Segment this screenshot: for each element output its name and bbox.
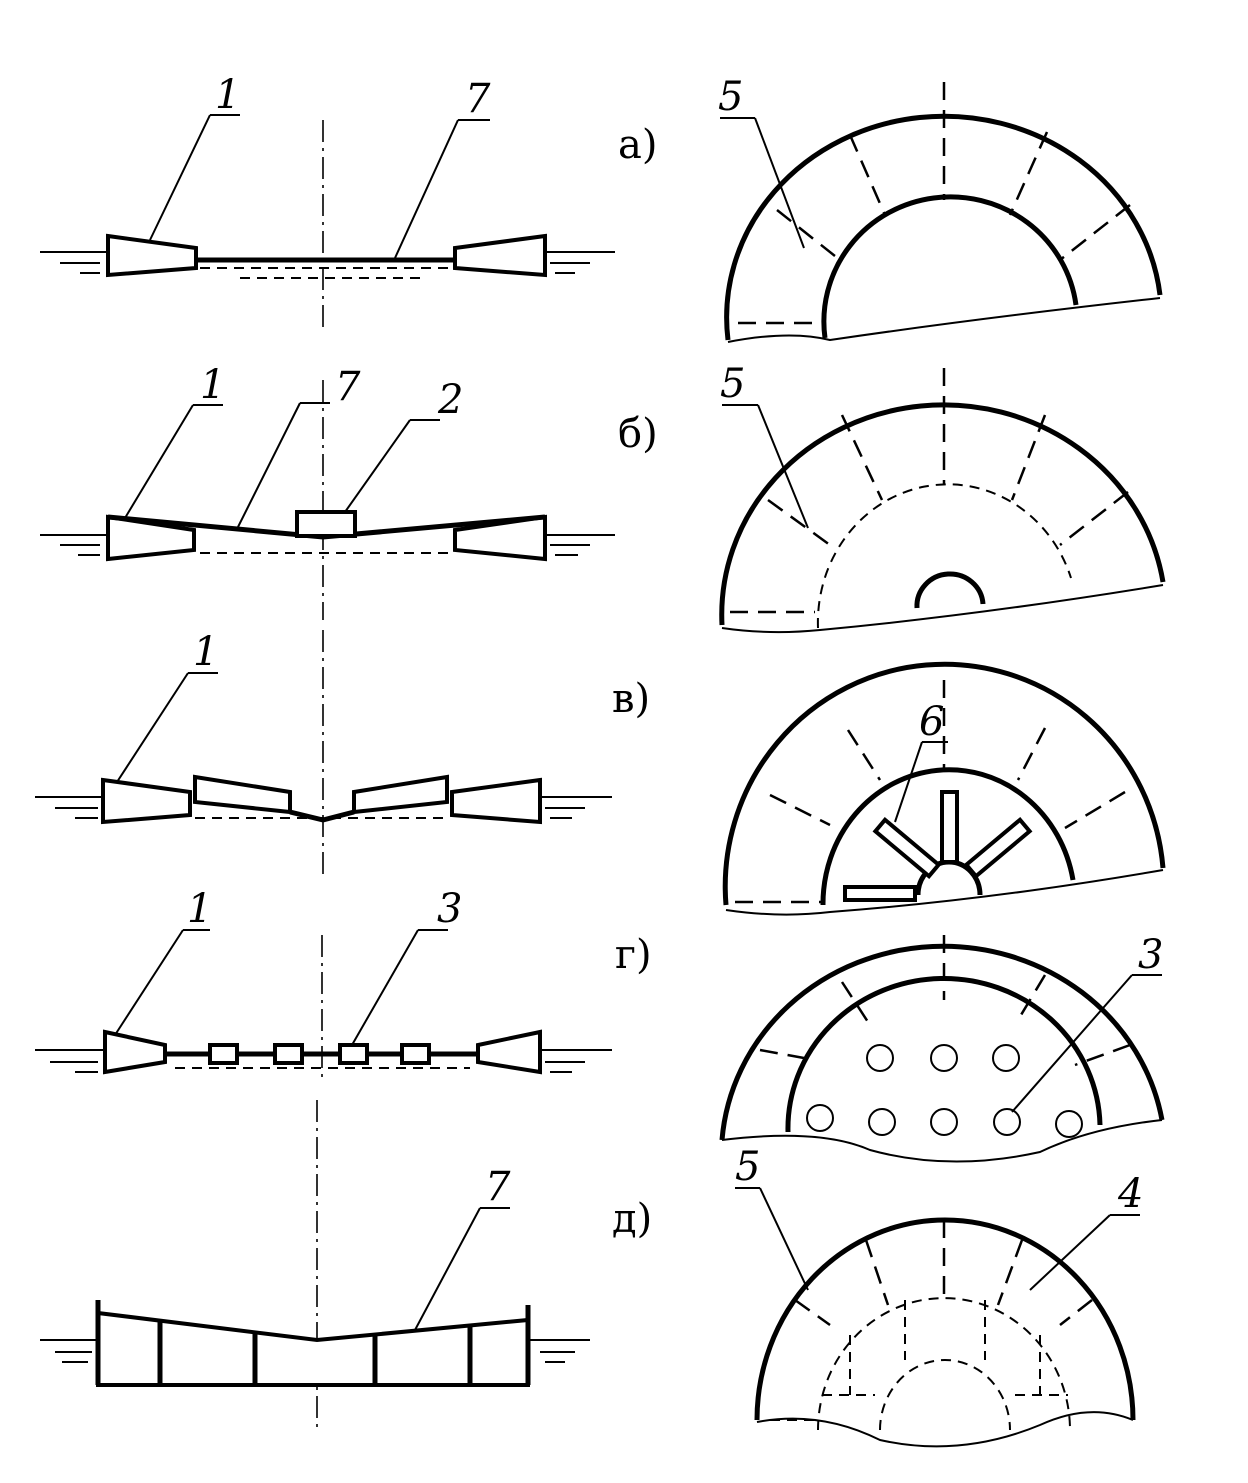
small-float	[400, 1043, 431, 1065]
callout-label: 5	[735, 1144, 760, 1190]
panel-g: 1 3 г) 3	[35, 886, 1165, 1163]
float-left	[101, 777, 192, 825]
callout-label: 1	[193, 629, 218, 675]
callout-label: 4	[1117, 1171, 1143, 1217]
panel-g-side-view: 1 3	[35, 886, 612, 1080]
callout-label: 1	[215, 72, 240, 118]
float-circle	[868, 1108, 896, 1136]
panel-label: д)	[612, 1196, 652, 1242]
float-right	[476, 1029, 542, 1075]
radial-float	[872, 816, 942, 880]
float-circle	[1055, 1110, 1083, 1138]
float-circle	[866, 1044, 894, 1072]
radial-float	[843, 885, 917, 902]
central-float	[295, 510, 357, 538]
small-float	[338, 1043, 369, 1065]
float-circle	[993, 1108, 1021, 1136]
callout-label: 5	[720, 361, 745, 407]
float-right	[453, 233, 547, 278]
panel-d-side-view: 7	[40, 1100, 590, 1430]
panel-v: 1 в) 6	[35, 629, 1166, 916]
hinged-section-left	[193, 774, 292, 815]
panel-label: б)	[618, 411, 658, 457]
float-left	[106, 514, 196, 562]
float-circle	[992, 1044, 1020, 1072]
float-left	[103, 1029, 167, 1075]
panel-label: а)	[618, 122, 657, 168]
panel-b-plan-view: 5	[719, 361, 1166, 634]
hinged-section-right	[352, 774, 449, 815]
float-circle	[930, 1044, 958, 1072]
panel-d-plan-view: 5 4	[735, 1144, 1143, 1448]
callout-label: 7	[465, 76, 491, 122]
panel-d: 7 д) 5 4	[40, 1100, 1143, 1448]
callout-label: 6	[919, 699, 944, 745]
panel-b: 1 7 2 б) 5	[40, 361, 1166, 634]
callout-label: 2	[437, 377, 463, 423]
float-left	[106, 233, 198, 278]
callout-label: 7	[335, 364, 361, 410]
float-circle	[806, 1104, 834, 1132]
panel-v-side-view: 1	[35, 629, 612, 880]
small-float	[273, 1043, 304, 1065]
panel-a: 1 7 а) 5	[40, 72, 1163, 343]
radial-float	[940, 790, 959, 864]
callout-label: 3	[437, 886, 462, 932]
float-circle	[930, 1108, 958, 1136]
callout-label: 1	[200, 362, 225, 408]
panel-label: г)	[615, 932, 652, 978]
callout-label: 5	[718, 74, 743, 120]
small-float	[208, 1043, 239, 1065]
panel-g-plan-view: 3	[719, 932, 1165, 1163]
radial-float	[963, 816, 1033, 880]
panel-a-side-view: 1 7	[40, 72, 615, 330]
panel-b-side-view: 1 7 2	[40, 362, 615, 620]
callout-label: 7	[485, 1164, 511, 1210]
float-right	[450, 777, 542, 825]
panel-a-plan-view: 5	[718, 74, 1163, 343]
callout-label: 3	[1138, 932, 1163, 978]
float-right	[453, 514, 547, 562]
panel-v-plan-view: 6	[722, 661, 1166, 916]
panel-label: в)	[612, 676, 650, 722]
callout-label: 1	[187, 886, 212, 932]
